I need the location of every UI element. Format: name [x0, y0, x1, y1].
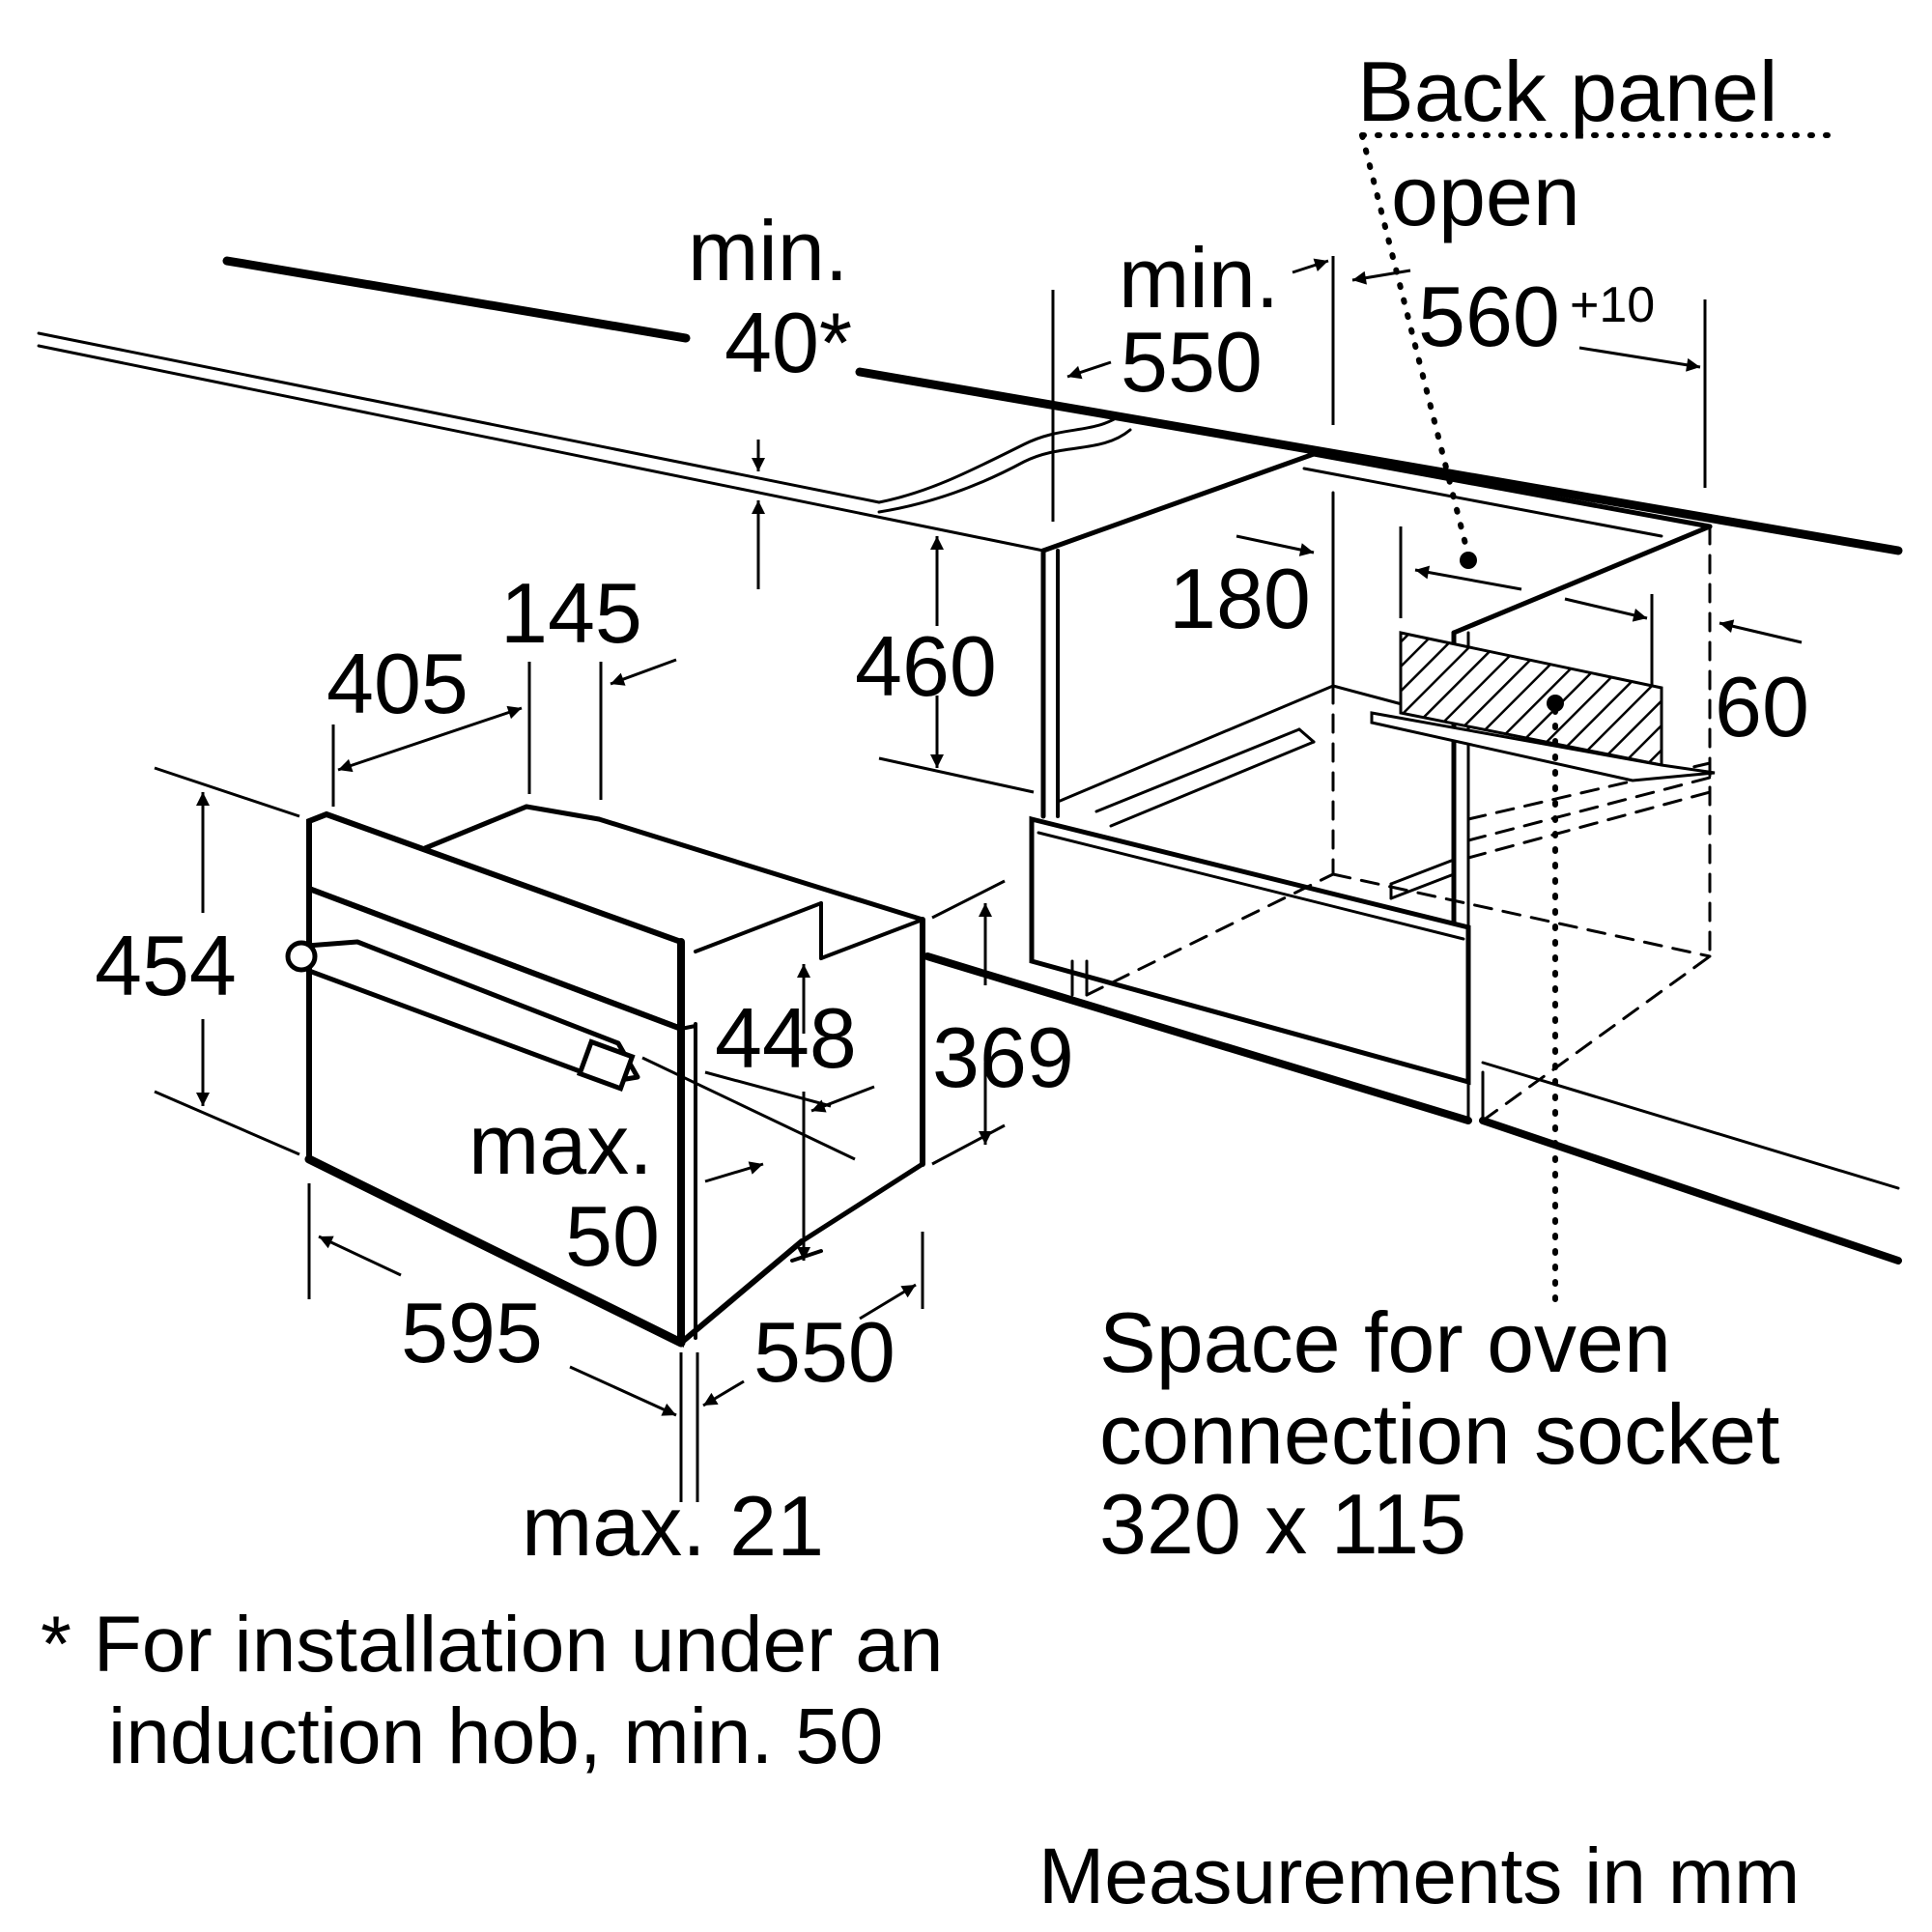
dimension-560: 560 [1418, 269, 1560, 364]
oven [285, 804, 925, 1348]
min-label-cabinet: min. [1119, 230, 1279, 326]
min-label-worktop: min. [688, 203, 848, 298]
dimension-60: 60 [1715, 659, 1809, 754]
socket-text-line2: connection socket [1099, 1386, 1779, 1482]
dimension-50: 50 [565, 1188, 660, 1284]
worktop [37, 256, 1903, 555]
dimension-448: 448 [715, 990, 857, 1086]
cabinet [923, 451, 1902, 1264]
dimension-460: 460 [855, 618, 997, 714]
dimension-lines [154, 256, 1803, 1502]
open-label: open [1391, 148, 1580, 243]
dimension-454: 454 [95, 918, 237, 1013]
units-label: Measurements in mm [1038, 1833, 1800, 1920]
dimension-145: 145 [500, 565, 642, 661]
footnote-line2: induction hob, min. 50 [108, 1692, 883, 1780]
dimension-550-bottom: 550 [753, 1304, 895, 1400]
socket-text-line3: 320 x 115 [1099, 1476, 1466, 1572]
footnote-line1: * For installation under an [41, 1601, 943, 1689]
back-panel-label: Back panel [1357, 43, 1777, 139]
tolerance-plus-10: +10 [1570, 277, 1655, 333]
dimension-369: 369 [932, 1009, 1074, 1105]
dimension-550-top: 550 [1121, 314, 1263, 410]
dimension-595: 595 [401, 1285, 543, 1380]
min-40-label: 40* [724, 295, 852, 390]
back-panel-indicator [1359, 132, 1838, 569]
max-21-label: max. 21 [522, 1478, 824, 1574]
dimension-405: 405 [327, 636, 469, 731]
max-label: max. [469, 1096, 653, 1192]
socket-area [1370, 631, 1716, 1307]
dimension-180: 180 [1169, 551, 1311, 646]
socket-text-line1: Space for oven [1099, 1294, 1671, 1390]
